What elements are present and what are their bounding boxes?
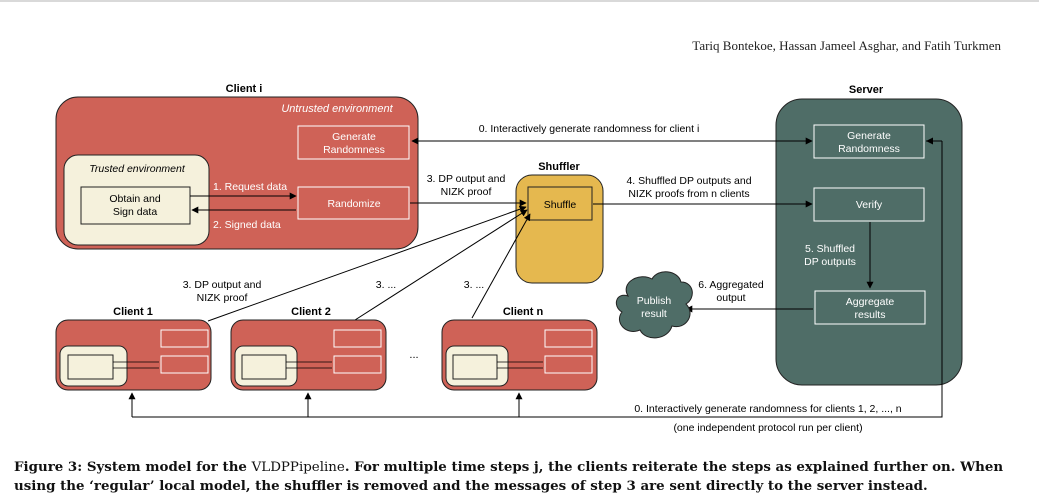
publish-line2: result: [641, 308, 667, 320]
randomize-box: [297, 186, 410, 220]
shuffle-label: Shuffle: [544, 199, 577, 211]
verify-box: [813, 187, 925, 222]
aggregate-box: [814, 290, 926, 325]
aggregate-line2: results: [855, 309, 886, 321]
step3-i-line1: 3. DP output and: [427, 173, 506, 185]
system-model-diagram: Client i Untrusted environment Trusted e…: [55, 83, 963, 434]
header-rule: [0, 0, 1039, 2]
step4-line2: NIZK proofs from n clients: [628, 188, 749, 200]
step3-i-line2: NIZK proof: [441, 186, 492, 198]
client-1-sign-box: [67, 354, 114, 380]
server-generate-line1: Generate: [847, 130, 891, 142]
shuffler-box: [515, 174, 604, 284]
client-n-sign-box: [452, 354, 498, 380]
shuffled-dp-line1: 5. Shuffled: [805, 243, 855, 255]
client-1-title: Client 1: [113, 306, 153, 318]
step4-line1: 4. Shuffled DP outputs and: [626, 175, 751, 187]
step3-clientn-label: 3. ...: [464, 279, 484, 291]
obtain-sign-line1: Obtain and: [109, 193, 161, 205]
client-n-title: Client n: [503, 306, 544, 318]
client-n-trusted: [445, 345, 509, 387]
step0-top-label: 0. Interactively generate randomness for…: [479, 123, 700, 135]
client-2-sign-box: [241, 354, 287, 380]
randomize-label: Randomize: [327, 198, 380, 210]
publish-cloud: [615, 271, 693, 339]
figure-caption: Figure 3: System model for the VLDPPipel…: [14, 458, 1024, 496]
shuffled-dp-line2: DP outputs: [804, 256, 856, 268]
server-generate-box: [813, 124, 925, 159]
untrusted-env-label: Untrusted environment: [281, 103, 393, 115]
author-line: Tariq Bontekoe, Hassan Jameel Asghar, an…: [692, 38, 1001, 53]
step3-client2-arrow: [354, 209, 528, 321]
step6-line1: 6. Aggregated: [698, 279, 764, 291]
client-i-title: Client i: [226, 83, 263, 95]
client-n-randomize-box: [544, 355, 593, 374]
bottom-loop-line: [132, 141, 943, 418]
client-generate-line1: Generate: [332, 131, 376, 143]
obtain-sign-line2: Sign data: [113, 206, 158, 218]
step3-client2-label: 3. ...: [376, 279, 396, 291]
verify-label: Verify: [856, 199, 883, 211]
obtain-sign-box: [80, 186, 191, 225]
caption-pipeline: VLDPPipeline: [251, 460, 345, 475]
step3-client1-line1: 3. DP output and: [183, 279, 262, 291]
step3-client1-arrow: [207, 205, 527, 322]
request-label: 1. Request data: [213, 181, 287, 193]
client-2-generate-box: [333, 329, 382, 348]
client-1-generate-box: [160, 329, 209, 348]
client-1-trusted: [59, 345, 128, 387]
clients-ellipsis: ...: [409, 349, 418, 361]
caption-label: Figure 3: System model for the: [14, 459, 252, 475]
aggregate-line1: Aggregate: [846, 296, 895, 308]
client-2-trusted: [234, 345, 298, 387]
publish-line1: Publish: [637, 295, 672, 307]
client-generate-line2: Randomness: [323, 144, 385, 156]
client-1-randomize-box: [160, 355, 209, 374]
caption-text: . For multiple time steps j, the clients…: [14, 459, 1004, 494]
client-n-generate-box: [544, 329, 593, 348]
step0-bottom-note: (one independent protocol run per client…: [673, 422, 862, 434]
step6-line2: output: [716, 292, 745, 304]
client-2-title: Client 2: [291, 306, 331, 318]
step0-bottom-label: 0. Interactively generate randomness for…: [634, 403, 901, 415]
server-generate-line2: Randomness: [838, 143, 900, 155]
server-box: [775, 98, 963, 386]
step3-clientn-arrow: [471, 213, 531, 319]
shuffle-box: [527, 186, 593, 221]
trusted-env-label: Trusted environment: [89, 163, 186, 175]
client-generate-box: [297, 125, 410, 160]
shuffler-title: Shuffler: [538, 161, 580, 173]
signed-label: 2. Signed data: [213, 219, 281, 231]
trusted-env-box: [63, 154, 210, 246]
client-2-randomize-box: [333, 355, 382, 374]
server-title: Server: [849, 84, 884, 96]
bottom-loop-head-server: [926, 137, 933, 145]
step3-client1-line2: NIZK proof: [197, 292, 248, 304]
